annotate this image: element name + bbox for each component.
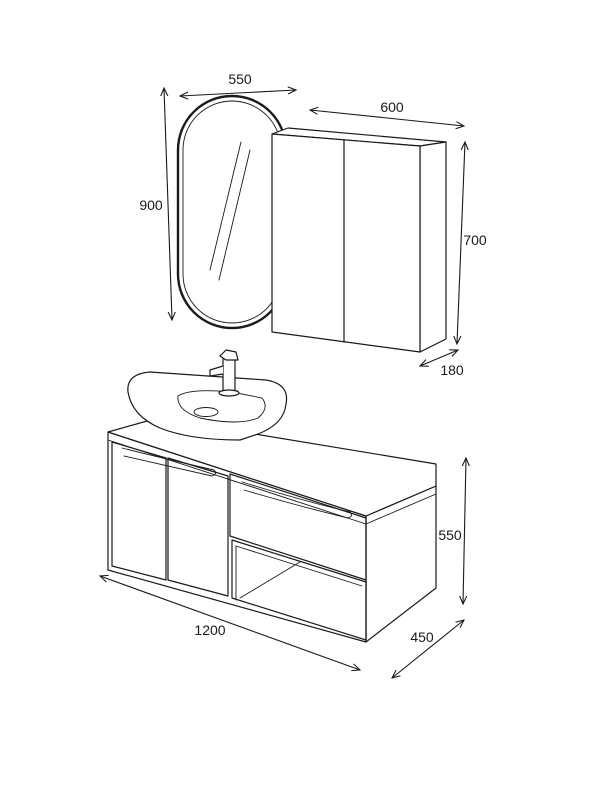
- cabinet-width-arrow: [310, 110, 464, 126]
- dimension-lines: [100, 88, 466, 678]
- vanity-width-label: 1200: [194, 622, 225, 638]
- door-handle-groove: [121, 447, 217, 477]
- mirror-height-arrow: [164, 88, 172, 320]
- faucet-body: [222, 357, 236, 393]
- vanity-depth-arrow: [392, 620, 464, 678]
- mirror-glare-line: [209, 141, 242, 271]
- faucet-icon: [209, 349, 240, 397]
- mirror-glare-line: [218, 149, 251, 281]
- mirror-width-label: 550: [228, 71, 252, 87]
- vessel-basin: [127, 371, 288, 441]
- wall-cabinet: [271, 127, 447, 353]
- oval-mirror: [176, 94, 288, 330]
- mirror-height-label: 900: [139, 197, 163, 213]
- vanity-depth-label: 450: [410, 629, 434, 645]
- basin-bowl-opening: [177, 390, 266, 423]
- cabinet-depth-arrow: [420, 350, 458, 366]
- faucet-handle: [219, 349, 239, 361]
- basin-body: [127, 371, 288, 441]
- vanity-height-label: 550: [438, 527, 462, 543]
- faucet-spout: [209, 365, 224, 377]
- cabinet-side-face: [419, 141, 447, 353]
- cabinet-height-arrow: [457, 142, 465, 344]
- drawer-front: [229, 473, 367, 581]
- drawer-handle-groove: [241, 481, 353, 519]
- cabinet-depth-label: 180: [440, 362, 464, 378]
- vanity-width-arrow: [100, 576, 360, 670]
- basin-drain: [193, 407, 219, 417]
- mirror-outer-frame: [176, 94, 288, 330]
- cabinet-width-label: 600: [380, 99, 404, 115]
- cabinet-height-label: 700: [463, 232, 487, 248]
- vanity-base-cabinet: [107, 417, 437, 643]
- cabinet-front-face: [271, 133, 421, 353]
- faucet-base: [218, 389, 240, 397]
- dimension-labels: 550 900 600 700 180 550 1200 450: [139, 71, 487, 645]
- mirror-inner-frame: [182, 100, 282, 324]
- mirror-width-arrow: [180, 90, 296, 96]
- countertop-side-edge: [365, 493, 437, 525]
- vanity-height-arrow: [463, 458, 466, 604]
